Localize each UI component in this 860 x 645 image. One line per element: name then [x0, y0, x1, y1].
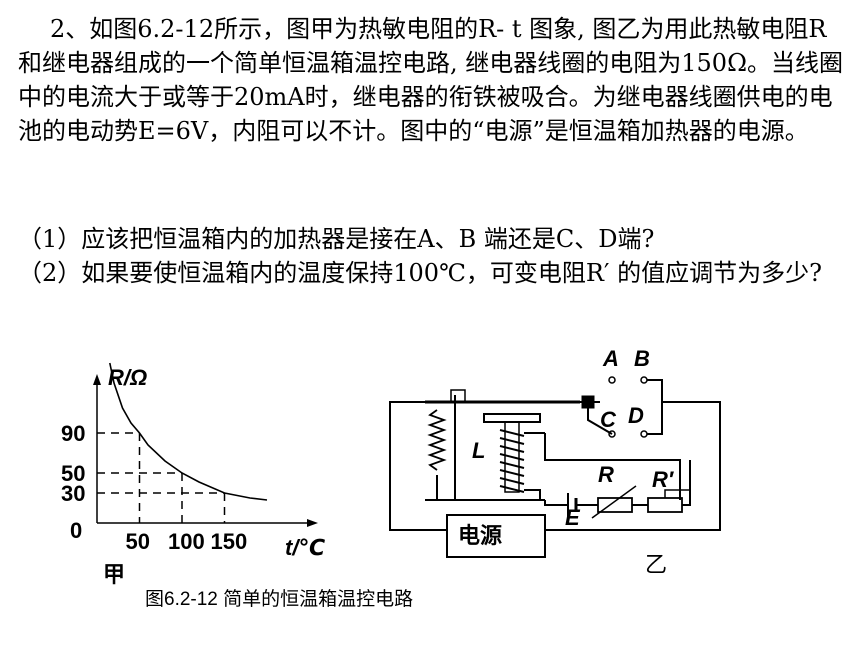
- relay-core: [483, 413, 541, 423]
- y-tick-label: 30: [61, 481, 85, 506]
- problem-statement: 2、如图6.2-12所示，图甲为热敏电阻的R- t 图象, 图乙为用此热敏电阻R…: [18, 15, 843, 145]
- spring-icon: [427, 409, 447, 471]
- contact-d: [640, 430, 648, 438]
- graph-label: 甲: [103, 562, 125, 587]
- wire-power-right: [545, 401, 721, 531]
- figure-6-2-12: 90 50 50 100 30 150 R/Ω t/℃ 0 甲: [61, 346, 721, 610]
- power-box: [446, 514, 546, 558]
- wire-rp-return: [682, 460, 691, 506]
- rt-curve: [109, 362, 268, 501]
- wire-switch-down: [587, 408, 613, 435]
- origin-label: 0: [70, 518, 82, 543]
- wire-to-battery: [544, 500, 568, 506]
- relay-pivot: [450, 389, 466, 403]
- label-l: L: [472, 438, 485, 463]
- power-label: 电源: [458, 523, 502, 548]
- coil-icon: [499, 429, 525, 493]
- x-axis-label: t/℃: [285, 535, 325, 560]
- circuit-diagram: [389, 376, 721, 558]
- wire-left-loop: [389, 401, 447, 531]
- label-d: D: [628, 403, 644, 428]
- label-c: C: [600, 407, 617, 432]
- question-1: （1）应该把恒温箱内的加热器是接在A、B 端还是C、D端?: [18, 225, 655, 253]
- figure-caption: 图6.2-12 简单的恒温箱温控电路: [145, 588, 413, 610]
- y-tick-label: 50: [61, 461, 85, 486]
- label-r: R: [598, 462, 614, 487]
- x-axis-arrow: [307, 519, 318, 527]
- coil-lead-right: [544, 433, 681, 500]
- coil-lead-bottom: [524, 489, 541, 500]
- y-axis-arrow: [93, 374, 101, 385]
- x-tick-label: 50: [126, 529, 150, 554]
- label-e: E: [565, 505, 581, 530]
- contact-b: [640, 376, 648, 384]
- y-axis-label: R/Ω: [108, 365, 147, 390]
- contact-a: [608, 376, 616, 384]
- circuit-label: 乙: [645, 552, 667, 577]
- variable-resistor-rp: [647, 497, 683, 513]
- x-tick-label: 100: [168, 529, 205, 554]
- y-tick-label: 90: [61, 421, 85, 446]
- label-a: A: [602, 346, 619, 371]
- x-tick-label: 150: [211, 529, 248, 554]
- label-b: B: [634, 346, 650, 371]
- label-rp: R′: [652, 467, 675, 492]
- contact-c: [608, 430, 616, 438]
- question-2: （2）如果要使恒温箱内的温度保持100℃，可变电阻R′ 的值应调节为多少?: [18, 259, 822, 287]
- switch-block: [581, 395, 595, 409]
- relay-core-stem: [504, 421, 520, 493]
- thermistor-slash: [591, 485, 637, 519]
- wire-b-out: [647, 379, 663, 435]
- circuit-labels: A B C D L R R′ E: [472, 346, 675, 530]
- rt-graph: 90 50 50 100 30 150 R/Ω t/℃ 0 甲: [61, 362, 325, 587]
